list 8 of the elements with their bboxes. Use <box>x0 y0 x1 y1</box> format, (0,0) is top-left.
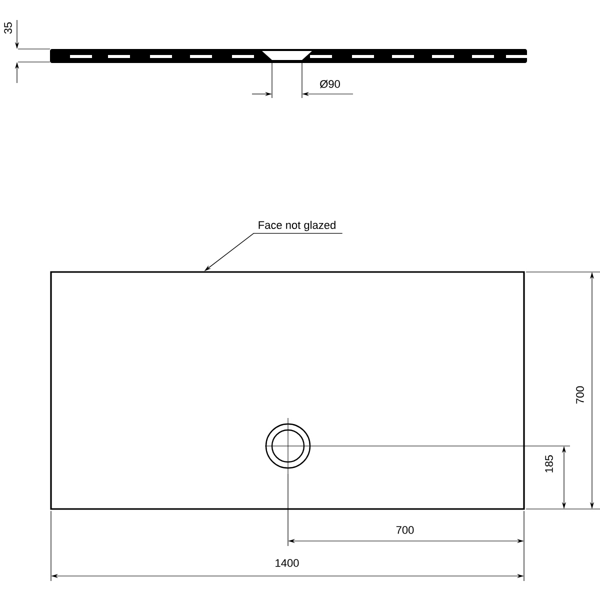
dimension-label: 35 <box>4 22 12 34</box>
tray-outline <box>50 271 525 510</box>
dimension-label: Ø90 <box>320 80 340 88</box>
dimension-label: 700 <box>576 386 584 404</box>
dimension-label: 1400 <box>276 559 299 567</box>
dimension-label: 700 <box>396 526 414 534</box>
callout-text: Face not glazed <box>258 220 336 232</box>
dimension-label: 185 <box>545 455 553 472</box>
